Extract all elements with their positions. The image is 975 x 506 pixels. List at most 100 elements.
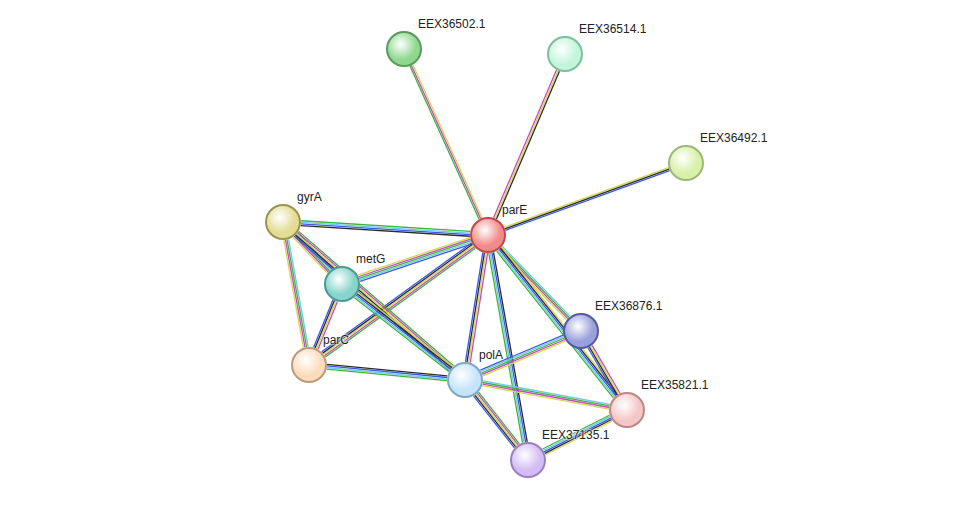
evidence-line — [358, 293, 453, 367]
node-label: EEX35821.1 — [641, 378, 708, 392]
node-circle — [547, 36, 583, 72]
evidence-line — [297, 234, 331, 270]
interaction-edge — [327, 364, 448, 380]
evidence-line — [502, 246, 570, 316]
evidence-line — [483, 382, 610, 405]
node-label: gyrA — [297, 190, 322, 204]
evidence-line — [477, 393, 518, 445]
protein-node: parC — [291, 347, 327, 383]
interaction-edge — [494, 70, 560, 219]
evidence-line — [413, 65, 482, 218]
evidence-line — [289, 239, 309, 347]
node-circle — [265, 204, 301, 240]
evidence-line — [465, 252, 482, 361]
evidence-line — [479, 392, 520, 444]
evidence-line — [469, 253, 486, 362]
interaction-edge — [410, 65, 482, 220]
node-circle — [386, 31, 422, 67]
evidence-line — [467, 253, 484, 362]
interaction-edge — [504, 168, 669, 231]
node-circle — [324, 266, 360, 302]
protein-node: gyrA — [265, 204, 301, 240]
evidence-line — [505, 169, 669, 229]
evidence-line — [411, 65, 480, 218]
evidence-line — [505, 171, 669, 231]
node-label: EEX36876.1 — [595, 299, 662, 313]
node-label: EEX36514.1 — [579, 22, 646, 36]
evidence-line — [354, 298, 449, 372]
interaction-edge — [465, 252, 487, 362]
node-label: EEX36492.1 — [700, 131, 767, 145]
node-circle — [668, 145, 704, 181]
evidence-line — [324, 246, 474, 355]
evidence-line — [287, 240, 307, 348]
evidence-line — [483, 381, 610, 404]
interaction-edge — [301, 221, 470, 237]
interaction-edge — [474, 392, 520, 448]
node-label: polA — [479, 348, 503, 362]
evidence-line — [502, 247, 619, 394]
evidence-line — [355, 296, 450, 370]
node-circle — [609, 392, 645, 428]
evidence-line — [298, 233, 453, 367]
evidence-line — [284, 240, 304, 348]
evidence-line — [476, 394, 517, 446]
node-label: metG — [356, 252, 385, 266]
evidence-line — [470, 253, 487, 362]
interaction-edge — [482, 381, 609, 409]
interaction-edge — [293, 233, 332, 273]
evidence-line — [500, 248, 617, 395]
protein-node: parE — [470, 217, 506, 253]
interaction-edge — [543, 415, 613, 454]
evidence-line — [504, 168, 668, 228]
node-circle — [510, 442, 546, 478]
evidence-line — [297, 234, 452, 368]
interaction-edge — [588, 345, 620, 395]
interaction-edge — [284, 239, 308, 347]
node-label: EEX36502.1 — [418, 17, 485, 31]
evidence-line — [299, 231, 454, 365]
evidence-line — [357, 294, 452, 368]
node-circle — [291, 347, 327, 383]
evidence-line — [501, 247, 569, 317]
evidence-line — [588, 348, 616, 396]
evidence-line — [492, 253, 526, 443]
evidence-line — [494, 252, 528, 442]
evidence-line — [482, 386, 609, 409]
evidence-line — [327, 369, 447, 381]
protein-node: EEX36502.1 — [386, 31, 422, 67]
node-circle — [470, 217, 506, 253]
evidence-line — [475, 395, 516, 447]
protein-node: EEX36492.1 — [668, 145, 704, 181]
evidence-line — [301, 221, 470, 232]
protein-node: EEX37135.1 — [510, 442, 546, 478]
protein-node: EEX36514.1 — [547, 36, 583, 72]
evidence-line — [495, 71, 558, 219]
evidence-line — [499, 249, 616, 396]
evidence-line — [410, 66, 479, 219]
evidence-line — [483, 384, 610, 407]
evidence-line — [494, 70, 557, 218]
evidence-line — [543, 415, 610, 449]
protein-node: EEX36876.1 — [563, 313, 599, 349]
evidence-line — [298, 233, 332, 269]
interaction-edge — [322, 243, 476, 357]
evidence-line — [356, 295, 451, 369]
evidence-line — [474, 396, 515, 448]
evidence-line — [327, 364, 447, 376]
evidence-line — [323, 244, 473, 353]
protein-node: EEX35821.1 — [609, 392, 645, 428]
node-label: EEX37135.1 — [542, 428, 609, 442]
evidence-line — [591, 346, 619, 394]
node-circle — [447, 362, 483, 398]
protein-node: polA — [447, 362, 483, 398]
interaction-edge — [354, 293, 453, 372]
node-label: parE — [502, 203, 527, 217]
node-label: parC — [323, 333, 349, 347]
evidence-line — [500, 248, 568, 318]
node-circle — [563, 313, 599, 349]
protein-node: metG — [324, 266, 360, 302]
evidence-line — [285, 240, 305, 348]
